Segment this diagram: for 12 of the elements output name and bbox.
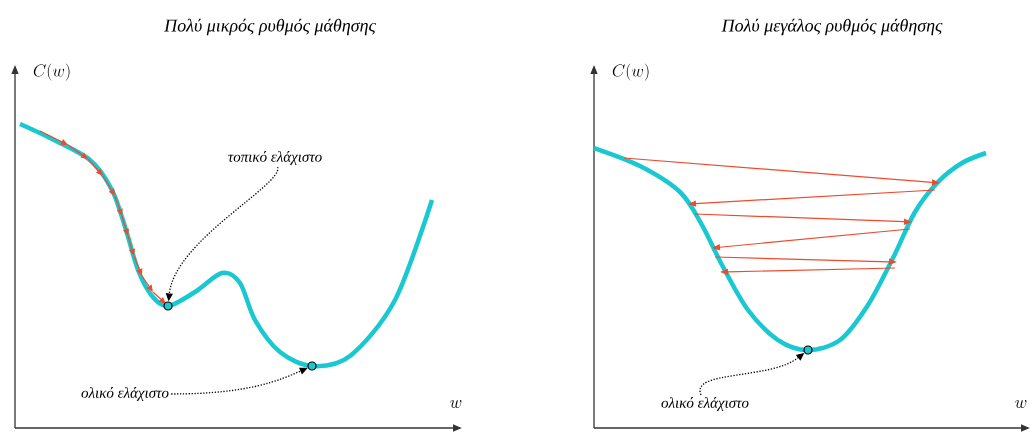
axis-label: $C(w)$ <box>33 63 70 81</box>
minimum-marker <box>803 345 813 355</box>
annotation-text: τοπικό ελάχιστο <box>228 151 322 165</box>
panel-title: Πολύ μικρός ρυθμός μάθησης <box>164 18 376 36</box>
axis-label: $w$ <box>1015 400 1027 408</box>
axis-label: $C(w)$ <box>612 63 649 81</box>
minimum-marker <box>307 361 317 371</box>
minimum-marker <box>163 301 173 311</box>
annotation-text: ολικό ελάχιστο <box>81 387 169 401</box>
panel-title: Πολύ μεγάλος ρυθμός μάθησης <box>721 18 943 36</box>
axis-label: $w$ <box>450 400 462 408</box>
annotation-text: ολικό ελάχιστο <box>661 397 749 411</box>
